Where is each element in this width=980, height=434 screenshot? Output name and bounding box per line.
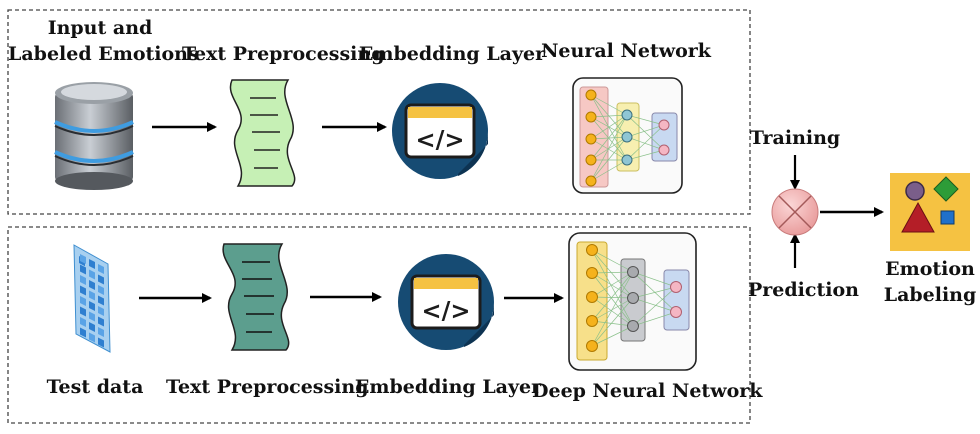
grid-cell [89, 311, 95, 322]
code-icon-training: </> [392, 83, 489, 179]
svg-text:</>: </> [422, 296, 471, 325]
grid-cell [89, 301, 95, 311]
test-step3-label: Embedding Layer [354, 376, 542, 398]
step2-label: Text Preprocessing [182, 43, 385, 65]
grid-cell [89, 322, 95, 332]
step4-label: Neural Network [541, 40, 711, 62]
grid-cell [98, 274, 104, 285]
grid-cell [80, 317, 86, 327]
grid-cell [80, 285, 86, 296]
emotion-label-line2: Labeling [883, 284, 977, 306]
grid-cell [80, 327, 86, 338]
document-icon-testing [222, 243, 290, 351]
document-icon-training [229, 79, 296, 187]
grid-cell [89, 290, 95, 301]
grid-cell [89, 269, 95, 280]
grid-cell [98, 306, 104, 316]
emotion-label-line1: Emotion [885, 258, 975, 280]
prediction-label: Prediction [748, 279, 859, 301]
grid-cell [98, 285, 104, 295]
training-group-box [7, 9, 751, 215]
grid-cell [89, 332, 95, 343]
grid-cell [89, 280, 95, 290]
grid-cell [89, 259, 95, 269]
grid-cell [98, 295, 104, 306]
grid-cell [98, 327, 104, 337]
code-icon-testing: </> [398, 254, 495, 350]
test-step2-label: Text Preprocessing [166, 376, 369, 398]
step1-label-line2: Labeled Emotions [8, 43, 199, 65]
testing-group-box [7, 226, 751, 424]
test-step4-label: Deep Neural Network [532, 380, 763, 402]
neural-network-icon-training [572, 77, 683, 194]
grid-cell [80, 254, 86, 264]
step3-label: Embedding Layer [358, 43, 546, 65]
shapes-icon [890, 173, 970, 251]
grid-cell [80, 264, 86, 275]
grid-cell [80, 275, 86, 285]
step1-label-line1: Input and [47, 17, 153, 39]
neural-network-icon-testing [568, 232, 697, 371]
grid-cell [80, 296, 86, 306]
svg-text:</>: </> [416, 125, 465, 154]
grid-cell [80, 306, 86, 317]
grid-cell [98, 337, 104, 348]
grid-cell [98, 316, 104, 327]
grid-cell [98, 264, 104, 274]
data-grid-icon [73, 244, 111, 353]
test-step1-label: Test data [46, 376, 144, 398]
combine-icon [771, 188, 819, 236]
database-icon [54, 82, 134, 190]
training-label: Training [749, 127, 841, 149]
